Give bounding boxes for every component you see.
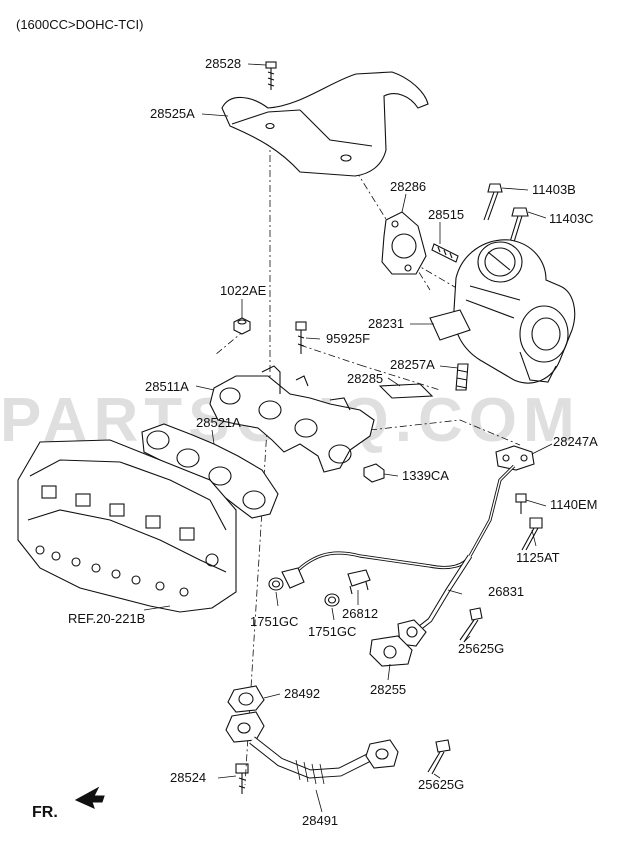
eye-bolt-26812 xyxy=(347,569,371,595)
callout-28511A: 28511A xyxy=(145,379,189,394)
heat-shield-28525A xyxy=(221,71,429,177)
callout-ref-20-221B: REF.20-221B xyxy=(68,611,146,626)
callout-26831: 26831 xyxy=(488,584,525,599)
bolt-11403B xyxy=(483,183,503,221)
callout-25625G-a: 25625G xyxy=(458,641,505,656)
callout-28528: 28528 xyxy=(205,56,242,71)
gasket-28255 xyxy=(369,635,413,667)
bolt-95925F xyxy=(295,321,307,354)
nut-1339CA xyxy=(363,463,385,483)
gasket-28492 xyxy=(227,685,265,713)
callout-26812: 26812 xyxy=(342,606,379,621)
nut-1022AE xyxy=(233,317,251,335)
bolt-28524 xyxy=(235,763,249,794)
callout-28285: 28285 xyxy=(347,371,384,386)
gasket-28247A xyxy=(495,445,535,471)
oil-pipe-26831 xyxy=(281,464,516,647)
callout-28231: 28231 xyxy=(368,316,405,331)
engine-spec-title: (1600CC>DOHC-TCI) xyxy=(16,17,144,32)
callout-1751GC-b: 1751GC xyxy=(308,624,357,639)
gasket-28286 xyxy=(381,211,427,275)
callout-28257A: 28257A xyxy=(390,357,435,372)
exhaust-manifold-28511A xyxy=(209,365,375,473)
turbocharger-28231 xyxy=(429,239,576,384)
oil-return-pipe-28491 xyxy=(225,711,399,785)
gasket-28285 xyxy=(378,383,434,399)
cylinder-head-reference xyxy=(17,439,237,613)
callout-28524: 28524 xyxy=(170,770,207,785)
callout-28525A: 28525A xyxy=(150,106,195,121)
washer-1751GC-b xyxy=(324,593,340,607)
callout-11403B: 11403B xyxy=(532,182,576,197)
front-direction-arrow xyxy=(74,786,105,810)
bolt-11403C xyxy=(509,207,529,243)
callout-1140EM: 1140EM xyxy=(550,497,598,512)
callout-11403C: 11403C xyxy=(549,211,594,226)
callout-1125AT: 1125AT xyxy=(516,550,560,565)
bolt-28528 xyxy=(265,61,277,90)
callout-1339CA: 1339CA xyxy=(402,468,449,483)
bolt-1140EM xyxy=(515,493,527,514)
stud-28515 xyxy=(431,243,459,263)
stud-28257A xyxy=(455,363,469,391)
callout-28247A: 28247A xyxy=(553,434,598,449)
callout-95925F: 95925F xyxy=(326,331,371,346)
callout-28286: 28286 xyxy=(390,179,427,194)
callout-25625G-b: 25625G xyxy=(418,777,465,792)
callout-28492: 28492 xyxy=(284,686,321,701)
bolt-25625G-a xyxy=(459,607,483,643)
callout-28255: 28255 xyxy=(370,682,407,697)
callout-28515: 28515 xyxy=(428,207,465,222)
callout-1022AE: 1022AE xyxy=(220,283,267,298)
callout-28521A: 28521A xyxy=(196,415,241,430)
callout-28491: 28491 xyxy=(302,813,339,828)
callout-1751GC-a: 1751GC xyxy=(250,614,299,629)
bolt-25625G-b xyxy=(427,739,451,775)
bolt-1125AT xyxy=(521,517,543,551)
front-marker-label: FR. xyxy=(32,804,58,821)
washer-1751GC-a xyxy=(268,577,284,591)
